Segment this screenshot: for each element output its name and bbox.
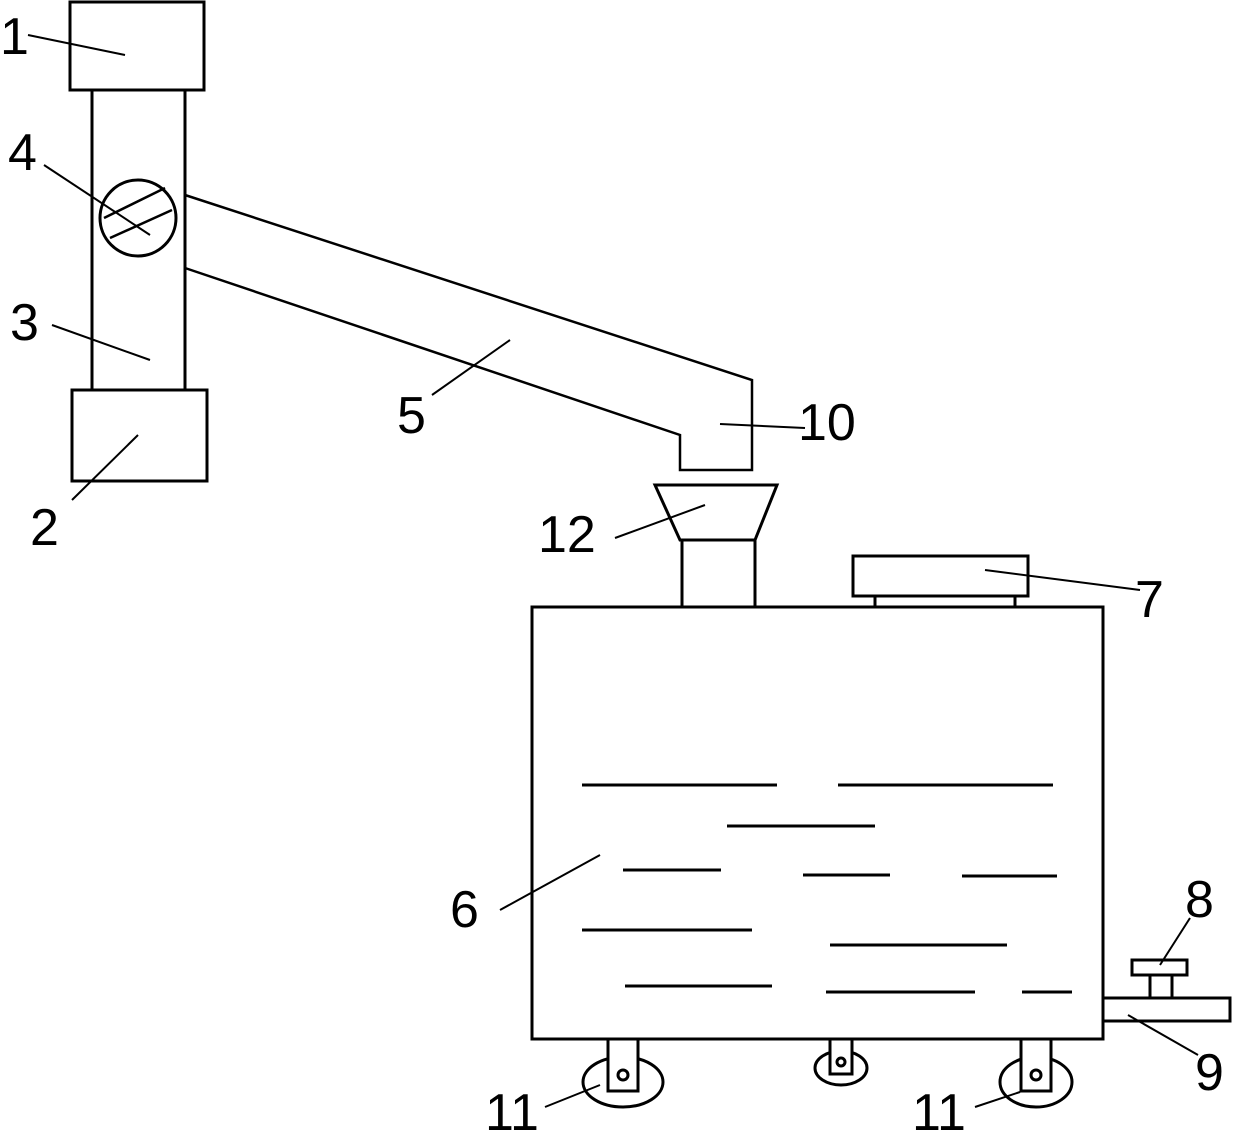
liquid-lines xyxy=(582,783,1072,994)
label-11-left: 11 xyxy=(485,1084,539,1132)
label-7: 7 xyxy=(1135,571,1164,629)
vertical-column-assembly xyxy=(68,0,209,483)
label-6: 6 xyxy=(450,881,479,939)
label-5: 5 xyxy=(397,387,426,445)
wheel-middle xyxy=(813,1037,869,1087)
lid-base xyxy=(873,594,1017,609)
tank-body xyxy=(530,605,1105,1041)
label-1: 1 xyxy=(0,8,29,66)
valve-handle xyxy=(1130,958,1189,977)
tank xyxy=(530,605,1105,1041)
bottom-block xyxy=(70,388,209,483)
label-9: 9 xyxy=(1195,1044,1224,1102)
lid xyxy=(851,554,1030,609)
leader-lines xyxy=(27,34,1199,1108)
valve-stem xyxy=(1148,973,1174,1000)
part-labels: 1 4 3 2 5 10 12 7 6 8 9 11 11 xyxy=(0,8,1224,1132)
outlet-assembly xyxy=(1101,958,1232,1023)
rotary-valve xyxy=(98,178,178,258)
label-2: 2 xyxy=(30,499,59,557)
label-12: 12 xyxy=(538,506,596,564)
label-3: 3 xyxy=(10,294,39,352)
funnel xyxy=(652,483,780,542)
inclined-pipe xyxy=(184,193,754,472)
wheel-left xyxy=(581,1037,665,1109)
wheel-right xyxy=(998,1037,1074,1109)
wheels xyxy=(581,1037,1074,1109)
label-8: 8 xyxy=(1185,871,1214,929)
outlet-pipe xyxy=(1101,996,1232,1023)
valve-circle xyxy=(98,178,178,258)
label-10: 10 xyxy=(798,394,856,452)
label-11-right: 11 xyxy=(912,1084,966,1132)
pipe-outline xyxy=(184,193,754,472)
lid-plate xyxy=(851,554,1030,598)
funnel-assembly xyxy=(652,483,780,609)
top-block xyxy=(68,0,206,92)
label-4: 4 xyxy=(8,124,37,182)
funnel-neck xyxy=(680,538,757,609)
